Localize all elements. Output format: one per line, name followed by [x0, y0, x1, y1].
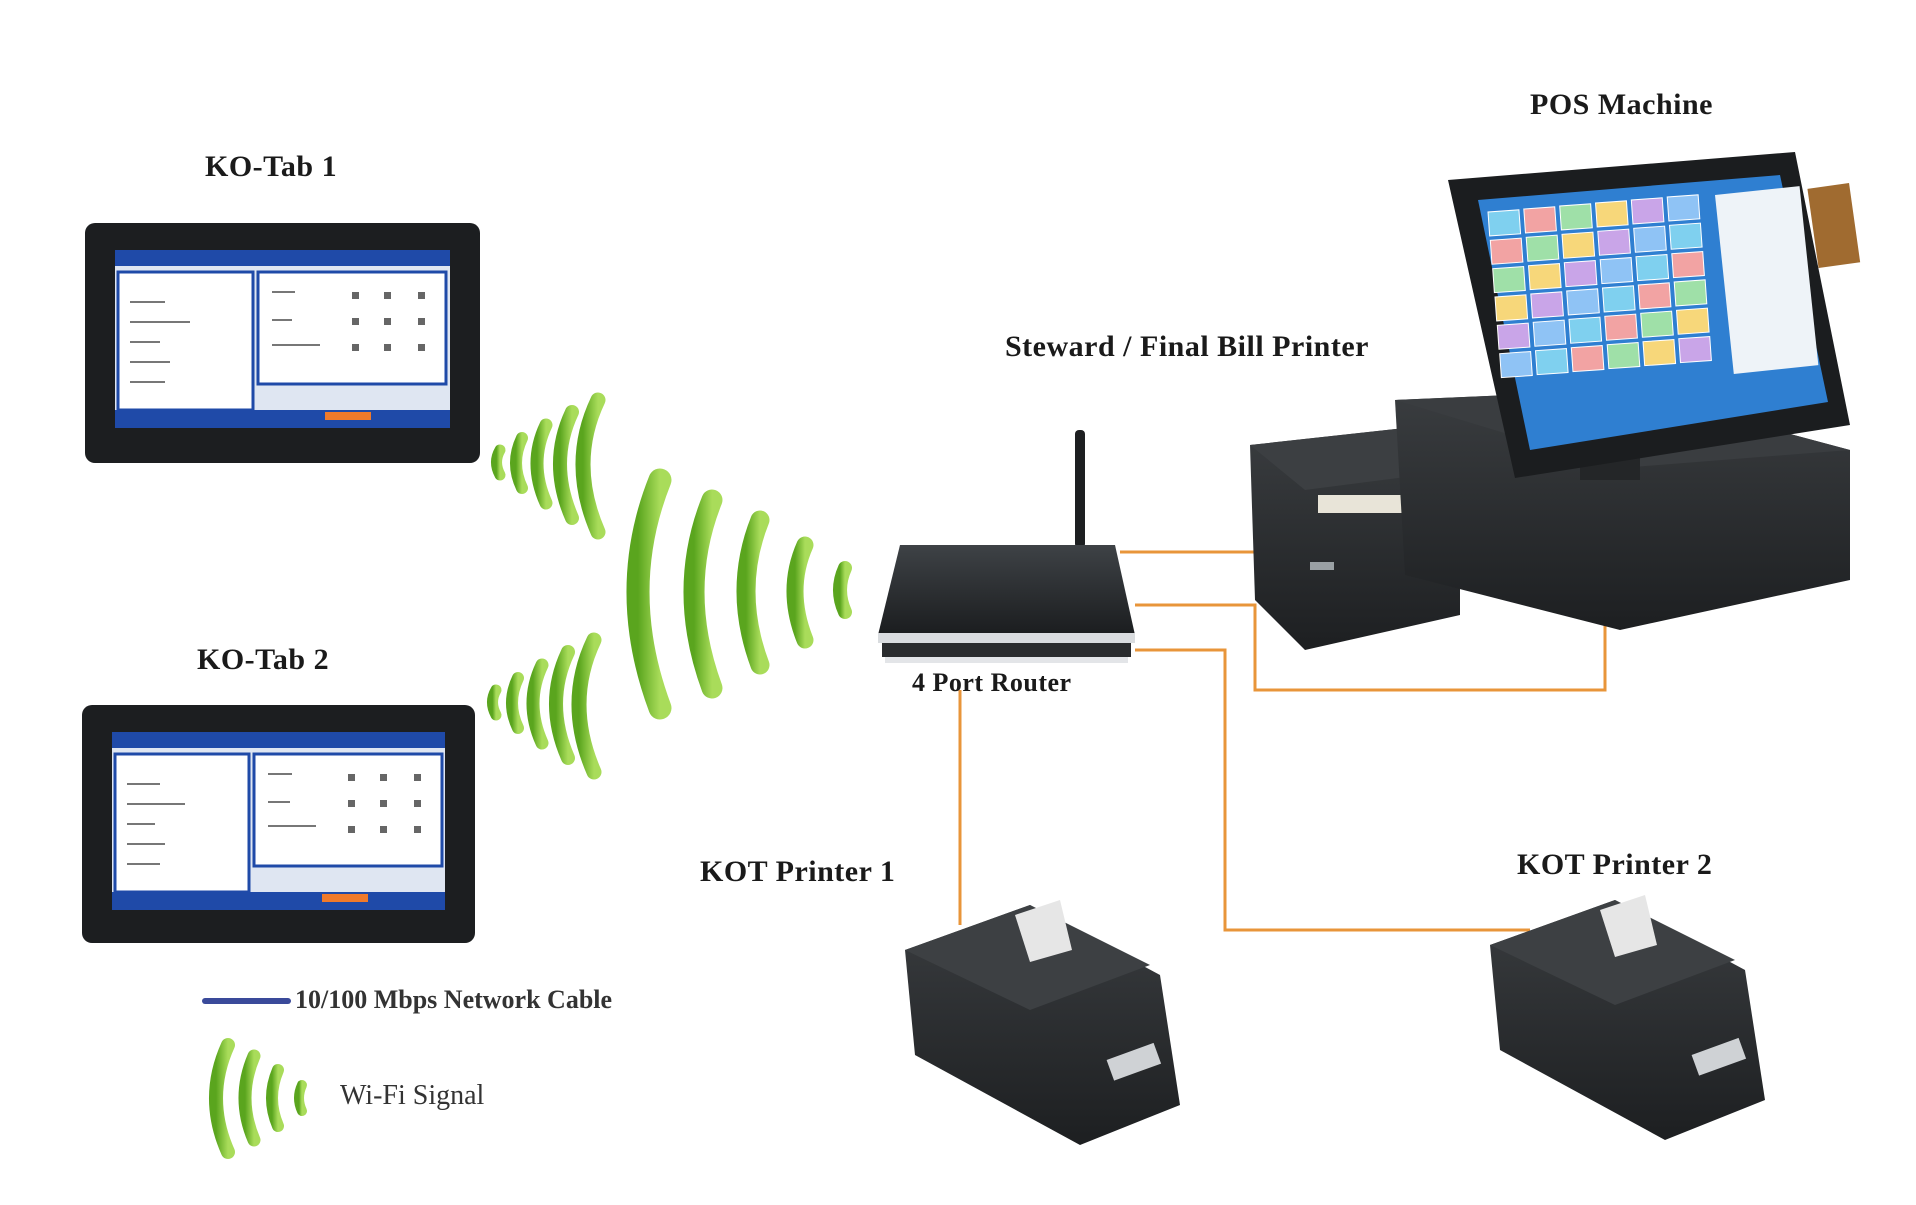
ko-tab-2-label: KO-Tab 2: [197, 643, 330, 676]
pos-screen-tile: [1492, 266, 1526, 294]
pos-screen-tile: [1599, 257, 1634, 285]
legend: [202, 998, 307, 1159]
pos-screen-tile: [1566, 288, 1600, 316]
pos-screen-tile: [1668, 222, 1703, 250]
kot-printer-2-device: [1490, 895, 1765, 1140]
pos-screen-tile: [1604, 313, 1638, 341]
legend-wifi-label: Wi-Fi Signal: [340, 1080, 485, 1111]
pos-screen-tile: [1570, 345, 1605, 373]
wifi-signal-router: [626, 468, 852, 720]
pos-screen-tile: [1530, 291, 1564, 319]
legend-wifi-icon: [209, 1038, 307, 1159]
pos-screen-tile: [1534, 348, 1569, 376]
cable-router-to-pos: [1135, 603, 1607, 692]
kot-printer-1-device: [905, 900, 1180, 1145]
pos-screen-tile: [1640, 310, 1674, 338]
steward-printer-label: Steward / Final Bill Printer: [1005, 330, 1369, 363]
pos-screen-tile: [1525, 234, 1560, 262]
pos-screen-tile: [1637, 282, 1672, 310]
kot-printer-1-label: KOT Printer 1: [700, 855, 896, 888]
pos-screen-tile: [1499, 351, 1533, 379]
pos-screen-tile: [1671, 251, 1705, 279]
ko-tab-2-tablet: [82, 705, 475, 943]
pos-screen-tile: [1678, 336, 1712, 364]
pos-screen-tile: [1635, 254, 1670, 282]
pos-screen-tile: [1527, 263, 1562, 291]
pos-screen-tile: [1633, 225, 1667, 253]
ko-tab-1-label: KO-Tab 1: [205, 150, 338, 183]
pos-screen-tile: [1496, 322, 1531, 350]
router-device: [878, 430, 1135, 663]
pos-machine-label: POS Machine: [1530, 88, 1713, 121]
pos-screen-tile: [1532, 319, 1567, 347]
ko-tab-1-tablet: [85, 223, 480, 463]
pos-screen-tile: [1675, 307, 1710, 335]
pos-screen-tile: [1568, 316, 1603, 344]
pos-screen-tile: [1597, 228, 1631, 256]
wifi-signal-tab-1: [491, 392, 606, 540]
pos-screen-tile: [1494, 294, 1529, 322]
pos-screen-tile: [1563, 260, 1598, 288]
pos-screen-tile: [1673, 279, 1708, 307]
cable-router-to-kot-printer-2: [1135, 648, 1530, 932]
pos-screen-tile: [1523, 206, 1557, 234]
pos-screen-tile: [1561, 231, 1596, 259]
cable-router-to-steward-printer: [1120, 545, 1267, 554]
wifi-signal-tab-2: [487, 632, 602, 780]
pos-screen-tile: [1666, 194, 1701, 222]
pos-screen-tile: [1559, 203, 1593, 231]
pos-screen-sidebar: [1715, 186, 1819, 375]
legend-cable-label: 10/100 Mbps Network Cable: [295, 985, 613, 1014]
pos-screen-tile: [1487, 209, 1522, 237]
pos-screen-tile: [1601, 285, 1636, 313]
kot-printer-2-label: KOT Printer 2: [1517, 848, 1713, 881]
pos-screen-tile: [1606, 342, 1641, 370]
pos-screen-tiles: [1487, 186, 1819, 379]
pos-screen-tile: [1489, 237, 1524, 265]
pos-screen-tile: [1630, 197, 1665, 225]
pos-screen-tile: [1594, 200, 1629, 228]
router-label: 4 Port Router: [912, 668, 1072, 697]
pos-screen-tile: [1642, 339, 1677, 367]
